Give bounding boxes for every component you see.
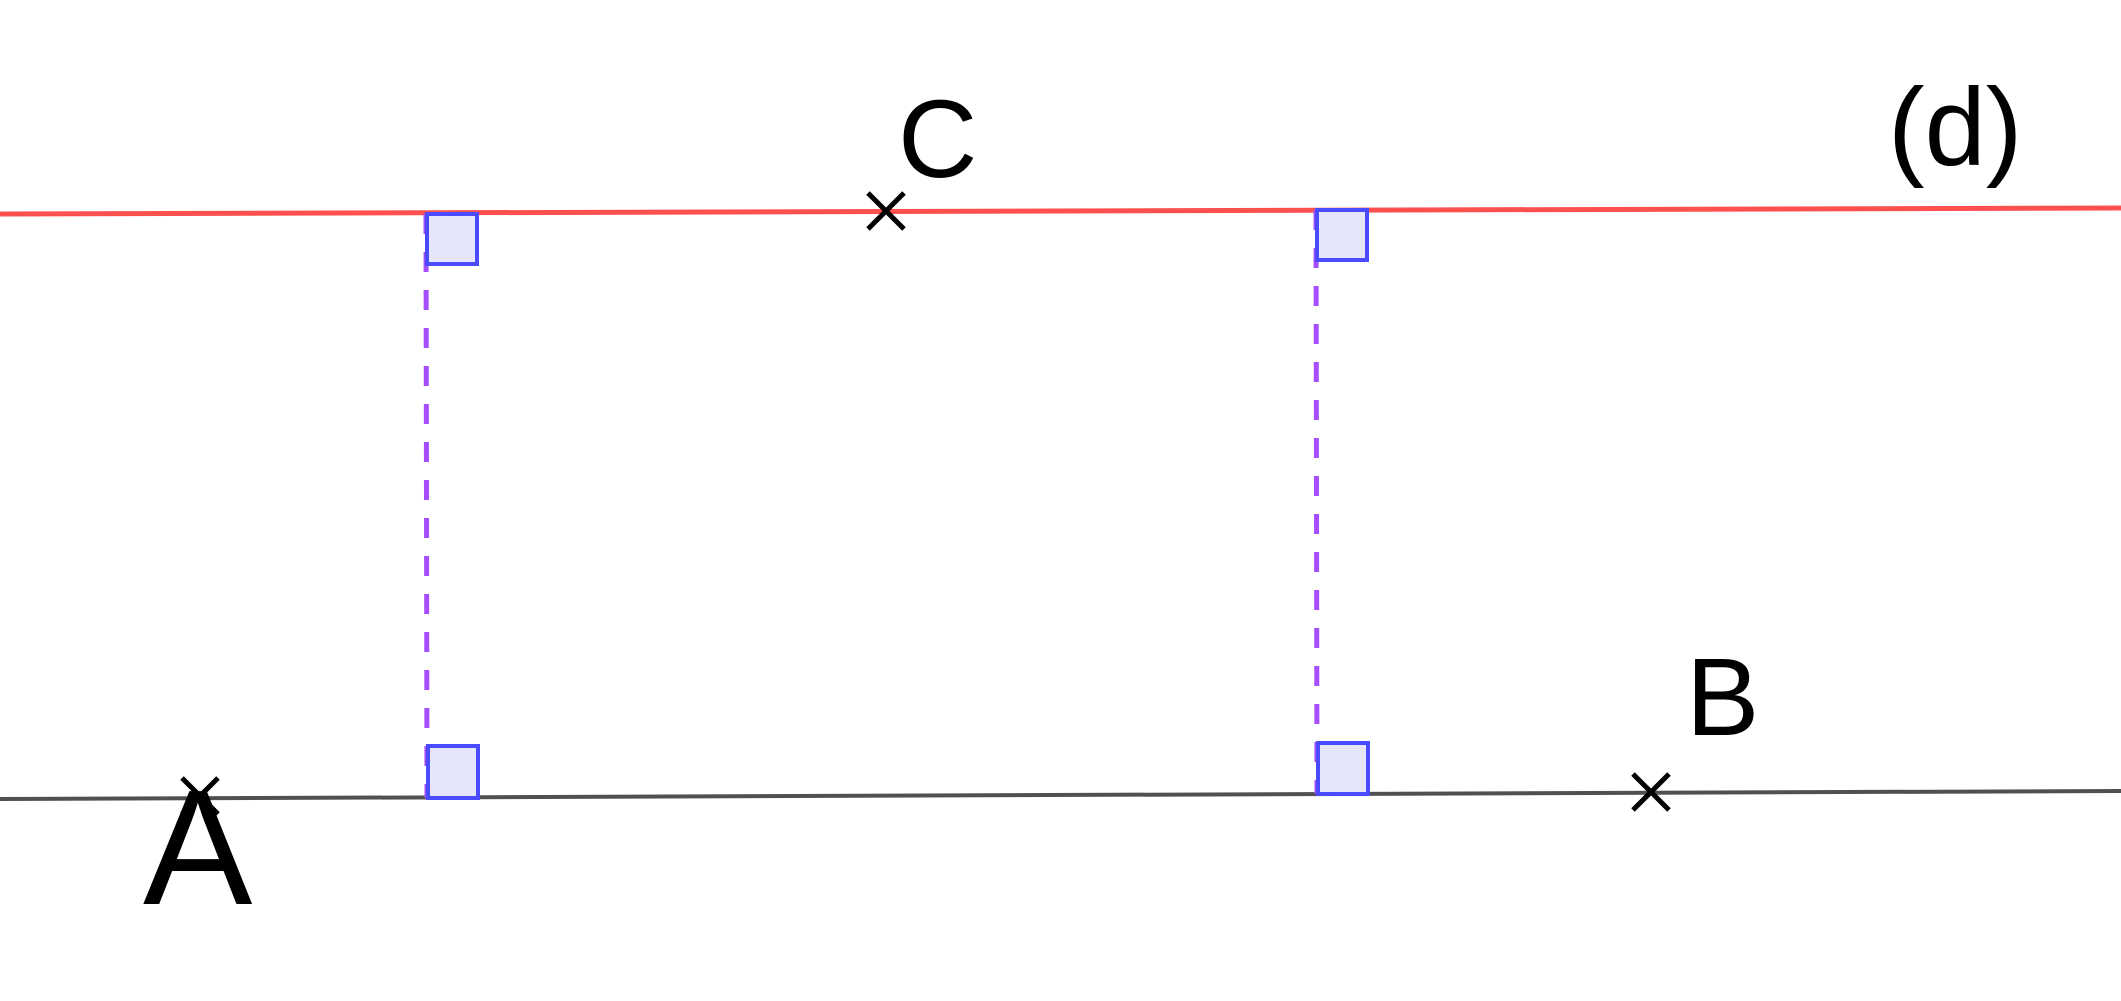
point-a-cross-icon	[180, 776, 220, 816]
right-angle-marker-bottom-left	[426, 744, 480, 800]
point-c-cross-icon	[866, 191, 906, 231]
line-d-label: (d)	[1888, 66, 2022, 189]
point-a-label: A	[143, 756, 253, 939]
perpendicular-left	[423, 213, 430, 799]
right-angle-marker-top-left	[425, 212, 479, 266]
line-ab	[0, 789, 2121, 801]
perpendicular-right	[1313, 209, 1320, 795]
right-angle-marker-bottom-right	[1316, 741, 1370, 796]
point-c-label: C	[898, 78, 977, 201]
point-b-label: B	[1686, 636, 1759, 759]
line-d	[0, 205, 2121, 217]
right-angle-marker-top-right	[1315, 208, 1369, 262]
point-b-cross-icon	[1631, 772, 1671, 812]
